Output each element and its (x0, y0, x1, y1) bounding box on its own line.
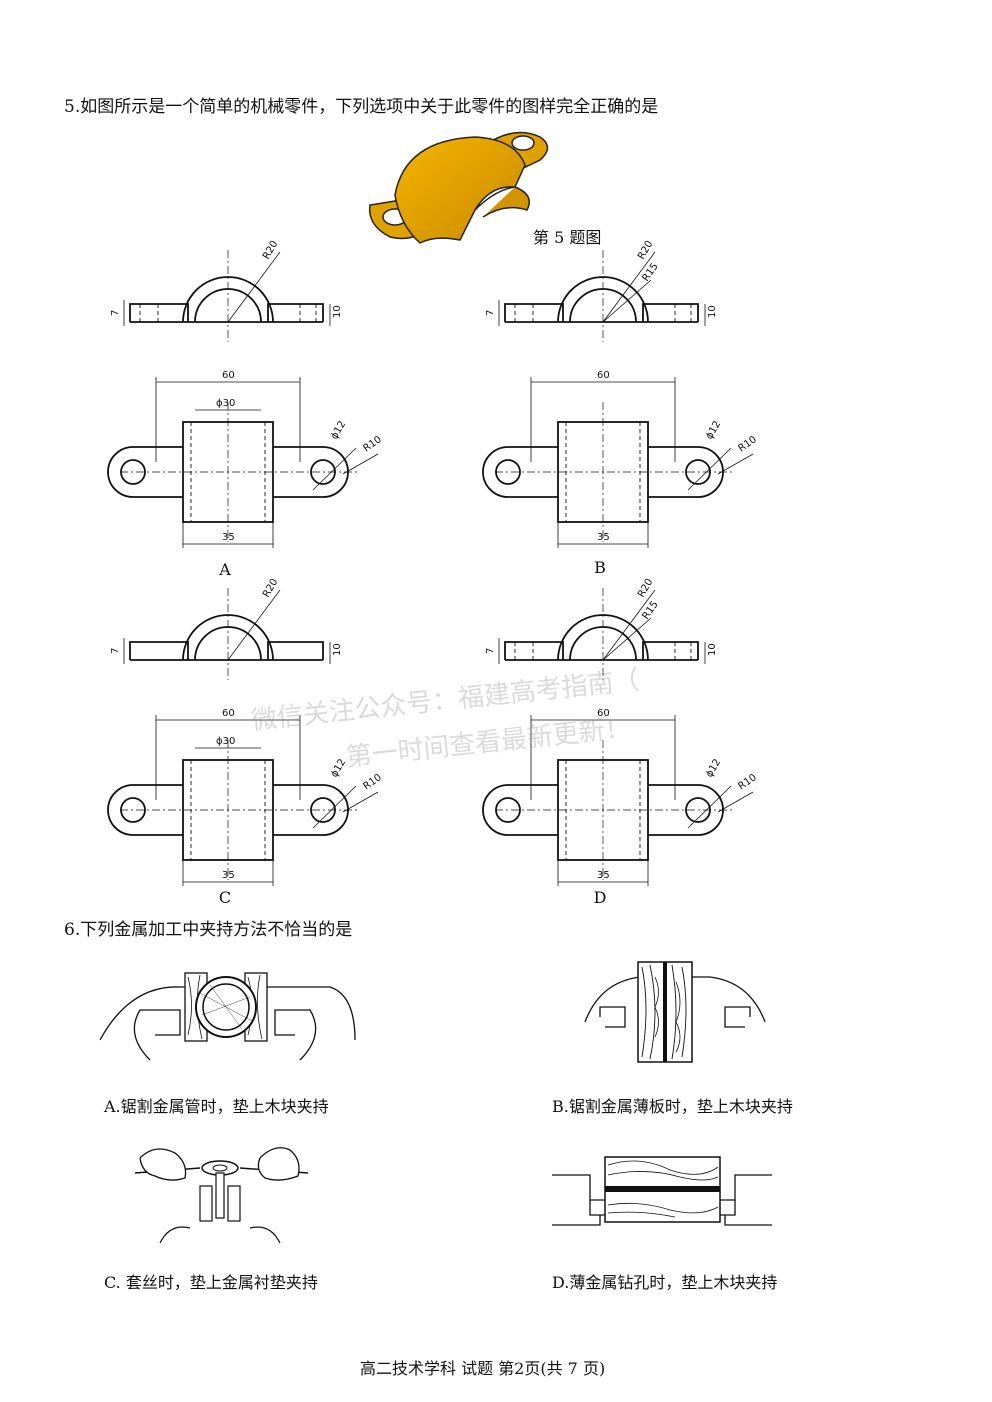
r10-leader (717, 791, 754, 813)
r10-label: R10 (361, 434, 383, 454)
dim-35-label: 35 (597, 532, 610, 543)
option-6c-illustration (134, 1147, 309, 1244)
r20-label: R20 (636, 577, 655, 600)
dim-35-label: 35 (597, 870, 610, 881)
dim-60-label: 60 (597, 370, 610, 381)
r20-leader (602, 589, 656, 661)
front-view-left-ear (504, 641, 564, 660)
r10-leader (717, 453, 754, 475)
r15-label: R15 (640, 261, 660, 283)
top-view-left-lug (482, 784, 558, 836)
front-view-left-ear (129, 303, 189, 322)
r20-label: R20 (261, 239, 280, 262)
front-view-right-ear (642, 303, 699, 322)
r10-leader (342, 453, 379, 475)
phi12-label: ϕ12 (704, 419, 723, 441)
phi12-label: ϕ12 (704, 757, 723, 779)
dim-10-label: 10 (332, 643, 343, 656)
phi12-leader (312, 447, 357, 491)
r20-leader (227, 251, 281, 323)
dim-7-label: 7 (485, 310, 496, 316)
r20-leader (227, 589, 281, 661)
top-view-left-lug (482, 446, 558, 498)
option-6b-caption: B.锯割金属薄板时，垫上木块夹持 (552, 1097, 793, 1116)
front-view-left-ear (504, 303, 564, 322)
front-view-left-ear (129, 641, 189, 660)
r15-leader (602, 617, 652, 661)
front-view-right-ear (267, 303, 324, 322)
option-6d-caption: D.薄金属钻孔时，垫上木块夹持 (552, 1273, 778, 1292)
r10-label: R10 (736, 772, 758, 792)
option-b-label: B (594, 558, 606, 577)
r10-label: R10 (361, 772, 383, 792)
r20-leader (602, 251, 656, 323)
r15-leader (602, 279, 652, 323)
option-c-label: C (218, 888, 232, 907)
phi12-leader (687, 785, 732, 829)
r20-label: R20 (636, 239, 655, 262)
dim-10-label: 10 (707, 643, 718, 656)
dim-10-label: 10 (707, 305, 718, 318)
question-6-text: 6.下列金属加工中夹持方法不恰当的是 (64, 920, 353, 940)
phi12-label: ϕ12 (329, 419, 348, 441)
option-6a-caption: A.锯割金属管时，垫上木块夹持 (104, 1097, 329, 1116)
dim-10-label: 10 (332, 305, 343, 318)
option-a-label: A (219, 560, 231, 579)
dim-7-label: 7 (110, 310, 121, 316)
phi12-leader (312, 785, 357, 829)
dim-phi30-label: ϕ30 (216, 398, 235, 409)
dim-60-label: 60 (597, 708, 610, 719)
r15-label: R15 (640, 599, 660, 621)
top-view-left-lug (107, 446, 183, 498)
dim-60-label: 60 (222, 370, 235, 381)
dim-phi30-label: ϕ30 (216, 736, 235, 747)
top-view-left-lug (107, 784, 183, 836)
dim-35-label: 35 (222, 532, 235, 543)
dim-7-label: 7 (110, 648, 121, 654)
phi12-leader (687, 447, 732, 491)
question-5-text: 5.如图所示是一个简单的机械零件，下列选项中关于此零件的图样完全正确的是 (64, 97, 659, 117)
figure-5-caption: 第 5 题图 (533, 228, 602, 247)
r10-label: R10 (736, 434, 758, 454)
dim-60-label: 60 (222, 708, 235, 719)
dim-35-label: 35 (222, 870, 235, 881)
page-footer: 高二技术学科 试题 第2页(共 7 页) (360, 1359, 606, 1378)
dim-7-label: 7 (485, 648, 496, 654)
option-d-label: D (593, 888, 607, 907)
r20-label: R20 (261, 577, 280, 600)
option-6a-illustration (99, 972, 356, 1061)
r10-leader (342, 791, 379, 813)
front-view-right-ear (267, 641, 324, 660)
option-6c-caption: C. 套丝时，垫上金属衬垫夹持 (104, 1273, 318, 1292)
part-3d-illustration (368, 131, 549, 244)
option-6d-illustration (552, 1156, 772, 1226)
front-view-right-ear (642, 641, 699, 660)
option-6b-illustration (584, 961, 766, 1063)
